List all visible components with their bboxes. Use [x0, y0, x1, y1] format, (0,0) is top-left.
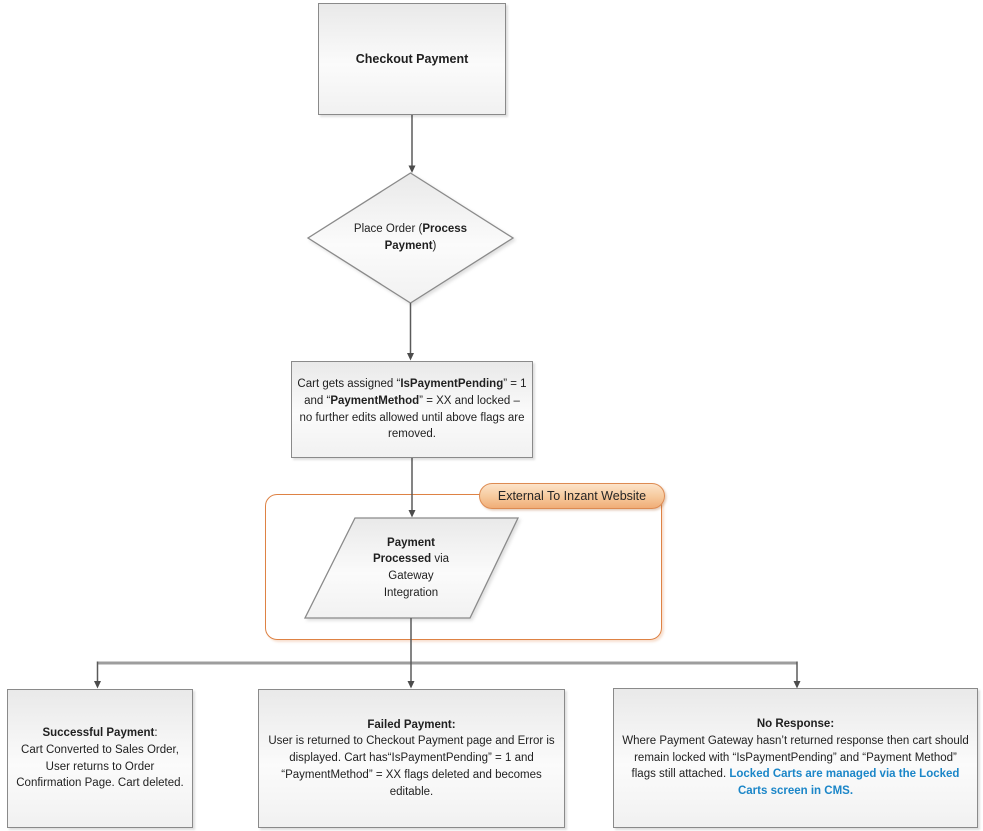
- arrowhead-into-successful: [94, 681, 101, 689]
- payment-parallelogram-text: Payment Processed via Gateway Integratio…: [372, 536, 453, 599]
- node-failed-payment-label: Failed Payment: User is returned to Chec…: [268, 718, 555, 798]
- arrowheads: [94, 165, 801, 689]
- node-checkout-payment: Checkout Payment: [318, 3, 506, 115]
- connector-lines: [96, 115, 798, 682]
- arrowhead-into-flags: [407, 353, 414, 361]
- decision-diamond-text: Place Order (Process Payment): [353, 223, 471, 252]
- node-no-response-label: No Response: Where Payment Gateway hasn’…: [622, 718, 969, 797]
- payment-parallelogram-label: Payment Processed via Gateway Integratio…: [361, 520, 461, 616]
- arrowhead-into-diamond: [408, 165, 416, 173]
- payment-parallelogram-shape: [303, 517, 520, 619]
- external-group-container: [265, 494, 662, 640]
- node-no-response: No Response: Where Payment Gateway hasn’…: [613, 688, 978, 828]
- node-successful-payment: Successful Payment: Cart Converted to Sa…: [7, 689, 193, 828]
- node-successful-payment-label: Successful Payment: Cart Converted to Sa…: [16, 727, 184, 790]
- external-to-inzant-badge: External To Inzant Website: [479, 483, 665, 509]
- decision-diamond-label: Place Order (Process Payment): [331, 173, 490, 303]
- node-checkout-payment-label: Checkout Payment: [355, 51, 469, 66]
- arrowhead-into-noresponse: [793, 681, 801, 689]
- node-cart-flags-label: Cart gets assigned “IsPaymentPending” = …: [297, 378, 530, 441]
- arrowhead-into-gateway: [408, 510, 416, 518]
- arrowhead-into-failed: [407, 681, 415, 689]
- external-to-inzant-badge-label: External To Inzant Website: [497, 489, 647, 503]
- node-failed-payment: Failed Payment: User is returned to Chec…: [258, 689, 565, 828]
- node-cart-flags: Cart gets assigned “IsPaymentPending” = …: [291, 361, 533, 458]
